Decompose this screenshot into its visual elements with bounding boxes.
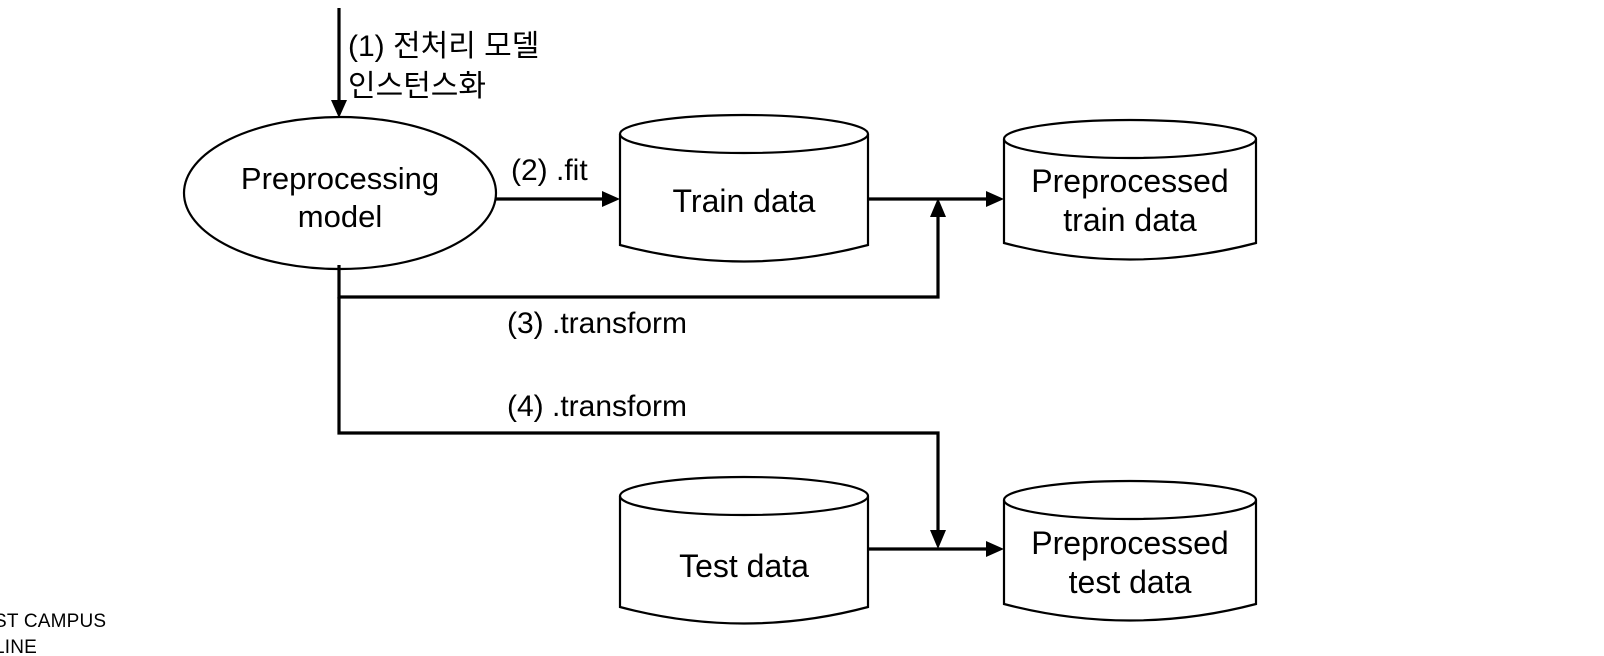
edge-train-to-preprocessed-train-arrow — [868, 191, 1004, 207]
edge-step-3-arrow — [337, 198, 946, 299]
node-shape-preprocessed-train-data — [1002, 118, 1258, 261]
node-label-preprocessed-train-data: Preprocessed train data — [1031, 163, 1229, 239]
edge-step-4-arrow — [337, 297, 946, 549]
node-shape-train-data — [618, 113, 870, 263]
edge-step-2-arrow — [496, 191, 620, 207]
edge-step-1-arrow — [331, 8, 347, 118]
node-shape-test-data — [618, 475, 870, 625]
edge-label-step-3: (3) .transform — [507, 307, 688, 340]
footer-campus-line-1: ST CAMPUS — [0, 611, 107, 632]
node-label-preprocessed-test-data: Preprocessed test data — [1031, 525, 1229, 601]
node-label-test-data: Test data — [679, 548, 809, 584]
node-label-train-data: Train data — [672, 183, 816, 219]
edge-label-step-1: (1) 전처리 모델 인스턴스화 — [348, 30, 540, 103]
edge-label-step-4: (4) .transform — [507, 390, 688, 423]
edge-test-to-preprocessed-test-arrow — [868, 541, 1004, 557]
edge-label-step-2: (2) .fit — [511, 154, 588, 187]
node-shape-preprocessed-test-data — [1002, 479, 1258, 622]
node-label-preprocessing-model: Preprocessing model — [240, 161, 440, 234]
footer-campus-line-2: LINE — [0, 637, 38, 656]
